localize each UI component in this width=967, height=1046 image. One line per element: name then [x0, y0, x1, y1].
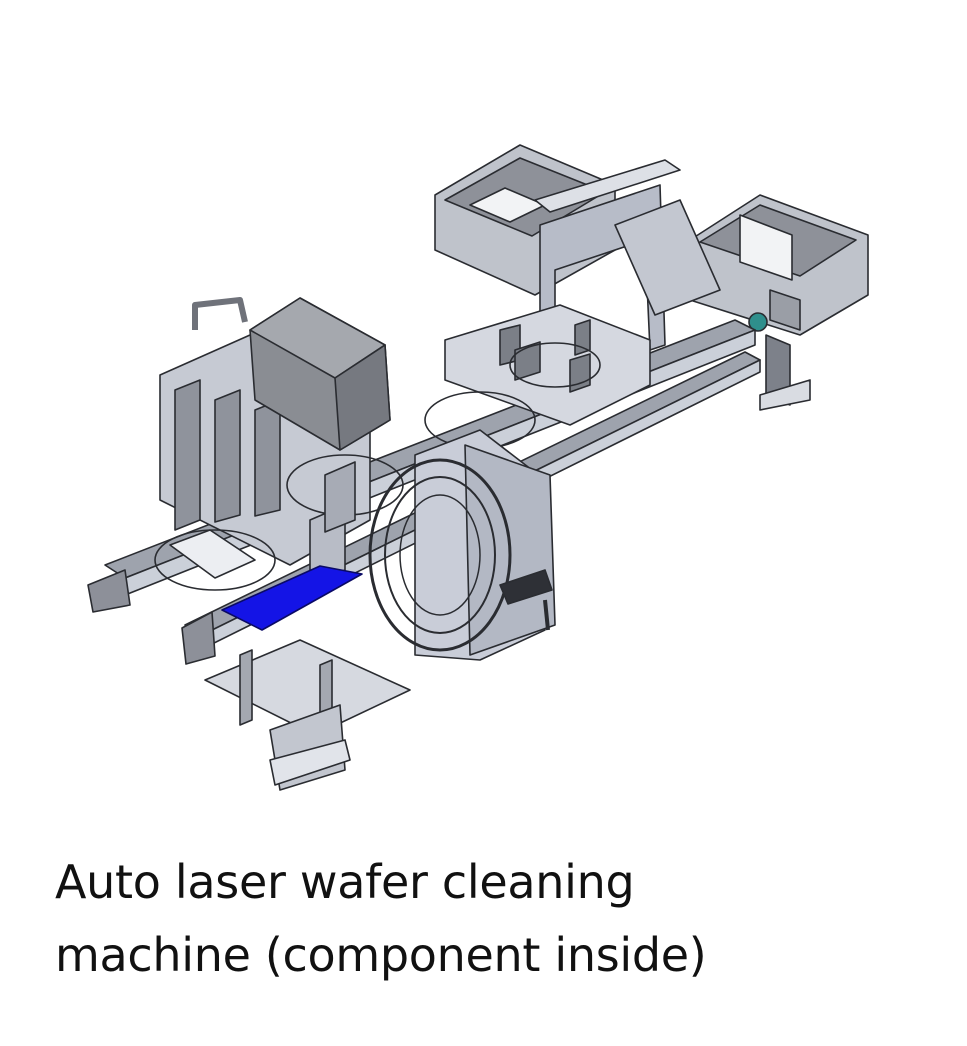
- machine-illustration: [87, 144, 869, 791]
- product-caption: Auto laser wafer cleaning machine (compo…: [55, 846, 915, 992]
- caption-line-1: Auto laser wafer cleaning: [55, 855, 635, 909]
- caption-line-2: machine (component inside): [55, 928, 707, 982]
